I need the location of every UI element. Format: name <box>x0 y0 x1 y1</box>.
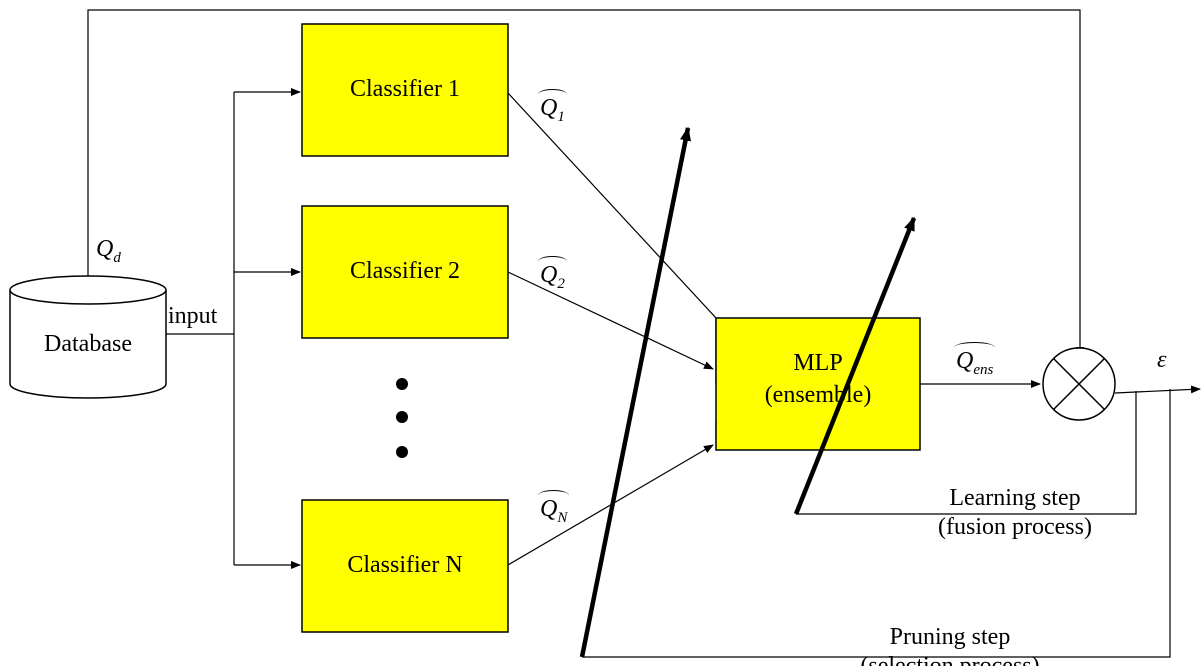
classifier-1-box <box>301 23 509 157</box>
pruning-step-subtitle: (selection process) <box>860 653 1040 666</box>
error-label: ε <box>1157 347 1167 373</box>
classifier-n-output-label: QN <box>537 490 570 526</box>
learning-step-label: Learning step (fusion process) <box>900 484 1130 542</box>
mlp-label-line1: MLP <box>793 350 843 376</box>
ellipsis-dot <box>396 378 408 390</box>
learning-adjust-arrow <box>793 216 917 515</box>
classifier-2-box <box>301 205 509 339</box>
input-bus <box>166 88 301 569</box>
learning-step-subtitle: (fusion process) <box>938 514 1092 540</box>
pruning-step-title: Pruning step <box>889 624 1011 650</box>
error-output-line <box>1114 385 1201 394</box>
comparator-symbol <box>1042 347 1116 421</box>
classifier-2-output-label: Q2 <box>538 256 567 292</box>
mlp-ensemble-box <box>715 317 921 451</box>
ellipsis-dot <box>396 411 408 423</box>
pruning-adjust-arrow <box>579 126 692 658</box>
classifier-1-output-label: Q1 <box>538 89 567 125</box>
learning-step-title: Learning step <box>949 485 1081 511</box>
classifier-2-output-line <box>507 271 714 370</box>
learning-feedback-line <box>796 391 1137 515</box>
ensemble-output-label: Qens <box>953 342 996 378</box>
input-label: input <box>168 303 218 329</box>
classifier-1-label: Classifier 1 <box>350 76 460 102</box>
ellipsis-dot <box>396 446 408 458</box>
database-label: Database <box>44 331 132 357</box>
mlp-label-line2: (ensemble) <box>764 382 872 408</box>
classifier-n-box <box>301 499 509 633</box>
pruning-feedback-line <box>582 389 1171 658</box>
target-label: Qd <box>96 236 121 266</box>
pruning-step-label: Pruning step (selection process) <box>830 623 1070 666</box>
classifier-n-label: Classifier N <box>347 552 463 578</box>
target-feedback-line <box>87 9 1084 357</box>
classifier-2-label: Classifier 2 <box>350 258 460 284</box>
